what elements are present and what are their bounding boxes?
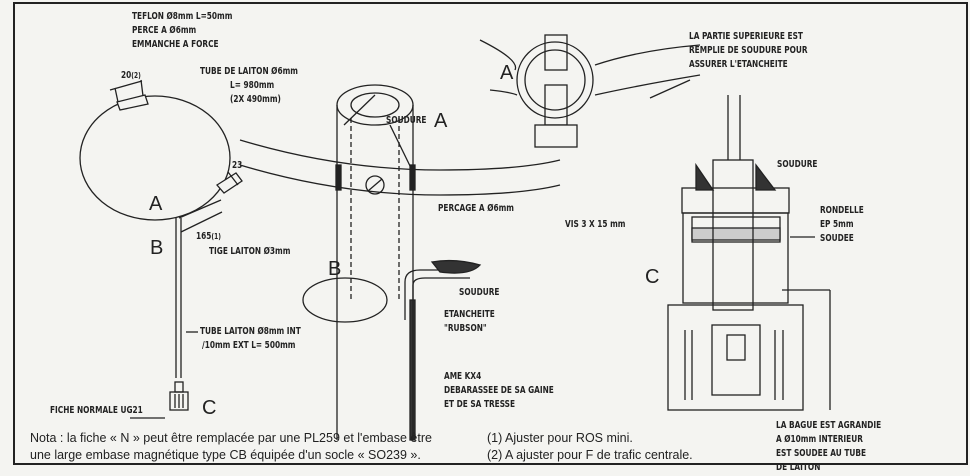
label-b-middle: B (328, 258, 342, 280)
label-a-left: A (149, 193, 163, 215)
soudure-label: SOUDURE (459, 287, 500, 298)
partie-line-3: ASSURER L'ETANCHEITE (689, 59, 788, 70)
loop-antenna-drawing (79, 79, 243, 419)
tube-ext-line-1: TUBE LAITON Ø8mm INT (200, 326, 301, 337)
bague-line-4: DE LAITON (776, 462, 821, 473)
vis-label: VIS 3 X 15 mm (565, 219, 626, 230)
partie-line-2: REMPLIE DE SOUDURE POUR (689, 45, 808, 56)
teflon-line-3: EMMANCHE A FORCE (132, 39, 219, 50)
rondelle-line-2: EP 5mm (820, 219, 854, 230)
soudure-top-label: SOUDURE (386, 115, 427, 126)
tube-laiton-line-3: (2X 490mm) (230, 94, 281, 105)
connector-section-c-drawing (667, 95, 831, 411)
teflon-line-1: TEFLON Ø8mm L=50mm (132, 11, 233, 22)
label-c-right: C (645, 266, 660, 288)
rondelle-line-1: RONDELLE (820, 205, 864, 216)
fiche-label: FICHE NORMALE UG21 (50, 405, 143, 416)
rondelle-line-3: SOUDEE (820, 233, 854, 244)
dim-20-value: 20 (121, 70, 132, 81)
soudure-right-label: SOUDURE (777, 159, 818, 170)
ame-line-3: ET DE SA TRESSE (444, 399, 516, 410)
dim-20-ref: (2) (131, 71, 141, 80)
dim-165-value: 165 (196, 231, 212, 242)
tube-ext-line-2: /10mm EXT L= 500mm (202, 340, 296, 351)
label-c-left: C (202, 397, 217, 419)
label-b-left: B (150, 237, 164, 259)
nota-line-1: Nota : la fiche « N » peut être remplacé… (30, 431, 432, 445)
nota-line-2: une large embase magnétique type CB équi… (30, 448, 421, 462)
tube-laiton-line-2: L= 980mm (230, 80, 275, 91)
partie-line-1: LA PARTIE SUPERIEURE EST (689, 31, 803, 42)
etancheite-line-2: "RUBSON" (444, 323, 487, 334)
dim-165-ref: (1) (211, 232, 221, 241)
bague-line-1: LA BAGUE EST AGRANDIE (776, 420, 882, 431)
ame-line-1: AME KX4 (444, 371, 482, 382)
teflon-line-2: PERCE A Ø6mm (132, 25, 197, 36)
footnote-2: (2) A ajuster pour F de trafic centrale. (487, 448, 693, 462)
bague-line-2: A Ø10mm INTERIEUR (776, 434, 863, 445)
etancheite-line-1: ETANCHEITE (444, 309, 495, 320)
dimension-165: 165(1) (196, 231, 221, 243)
dimension-23: 23 (232, 160, 243, 171)
tube-junction-drawing (239, 84, 561, 441)
tube-laiton-line-1: TUBE DE LAITON Ø6mm (200, 66, 298, 77)
frame-border (13, 2, 968, 465)
tige-label: TIGE LAITON Ø3mm (209, 246, 291, 257)
dimension-20: 20(2) (121, 70, 141, 82)
bague-line-3: EST SOUDEE AU TUBE (776, 448, 867, 459)
footnote-1: (1) Ajuster pour ROS mini. (487, 431, 633, 445)
label-a-section: A (500, 62, 514, 84)
label-a-middle: A (434, 110, 448, 132)
cross-section-a-drawing (479, 34, 701, 148)
ame-line-2: DEBARASSEE DE SA GAINE (444, 385, 554, 396)
percage-label: PERCAGE A Ø6mm (438, 203, 514, 214)
